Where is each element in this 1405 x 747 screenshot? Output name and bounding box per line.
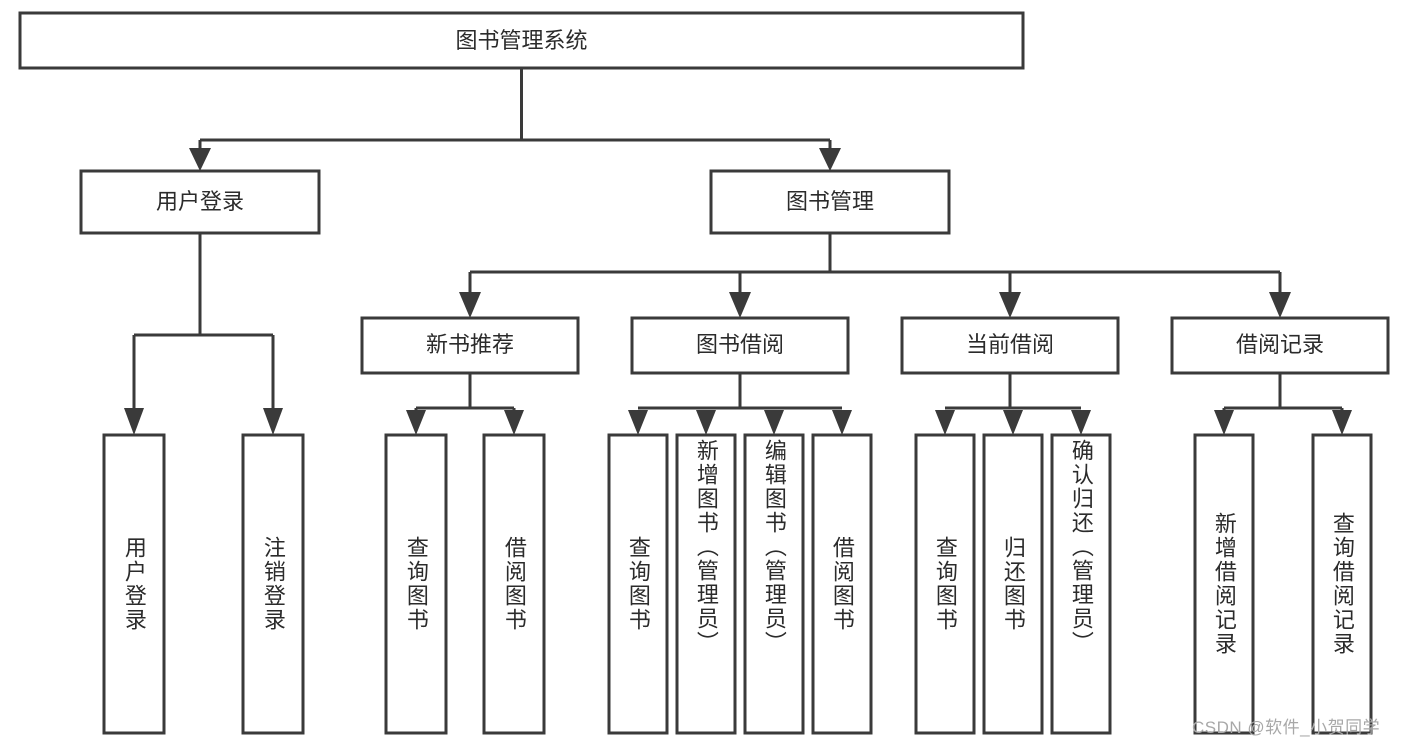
arrow-head-leaf-confirm-return [1071, 410, 1091, 435]
node-root[interactable]: 图书管理系统 [18, 11, 1025, 70]
node-user-login[interactable]: 用户登录 [79, 169, 321, 235]
edge-group-new-book-recommend [406, 373, 524, 435]
node-book-manage[interactable]: 图书管理 [709, 169, 951, 235]
arrow-head-book-manage [819, 148, 841, 171]
arrow-head-leaf-borrow-book-recommend [504, 410, 524, 435]
node-leaf-query-book-current-rect[interactable] [914, 433, 976, 735]
edge-group-borrow-record [1214, 373, 1352, 435]
node-leaf-return-book-rect[interactable] [982, 433, 1044, 735]
arrow-head-leaf-query-borrow-record [1332, 410, 1352, 435]
arrow-head-user-login [189, 148, 211, 171]
edge-group-root [189, 68, 841, 171]
arrow-head-book-borrow [729, 292, 751, 318]
node-leaf-query-book-borrow-rect[interactable] [607, 433, 669, 735]
node-leaf-add-borrow-record-rect[interactable] [1193, 433, 1255, 735]
edge-group-book-borrow [628, 373, 852, 435]
node-leaf-logout-rect[interactable] [241, 433, 305, 735]
node-leaf-edit-book-rect[interactable] [743, 433, 805, 735]
arrow-head-leaf-logout [263, 408, 283, 435]
node-current-borrow[interactable]: 当前借阅 [900, 316, 1120, 375]
arrow-head-current-borrow [999, 292, 1021, 318]
node-leaf-borrow-book-rect[interactable] [811, 433, 873, 735]
node-root-label: 图书管理系统 [455, 28, 587, 53]
arrow-head-leaf-user-login [124, 408, 144, 435]
node-new-book-recommend-label: 新书推荐 [426, 332, 514, 357]
node-book-borrow-label: 图书借阅 [696, 332, 784, 357]
arrow-head-leaf-query-book-current [935, 410, 955, 435]
node-book-manage-label: 图书管理 [786, 189, 874, 214]
node-book-manage-rect[interactable] [709, 169, 951, 235]
leaf-rect-group [102, 433, 1373, 735]
arrow-head-leaf-add-book [696, 410, 716, 435]
node-borrow-record[interactable]: 借阅记录 [1170, 316, 1390, 375]
arrow-head-new-book-recommend [459, 292, 481, 318]
node-borrow-record-label: 借阅记录 [1236, 332, 1324, 357]
node-leaf-confirm-return-rect[interactable] [1050, 433, 1112, 735]
arrow-head-borrow-record [1269, 292, 1291, 318]
arrow-head-leaf-borrow-book [832, 410, 852, 435]
edge-group-current-borrow [935, 373, 1091, 435]
node-current-borrow-label: 当前借阅 [966, 332, 1054, 357]
arrow-head-leaf-return-book [1003, 410, 1023, 435]
node-borrow-record-rect[interactable] [1170, 316, 1390, 375]
arrow-head-leaf-add-borrow-record [1214, 410, 1234, 435]
arrow-head-leaf-edit-book [764, 410, 784, 435]
arrow-head-leaf-query-book-recommend [406, 410, 426, 435]
node-book-borrow[interactable]: 图书借阅 [630, 316, 850, 375]
watermark-text: CSDN @软件_小贺同学 [1192, 718, 1381, 737]
node-leaf-user-login-rect[interactable] [102, 433, 166, 735]
node-leaf-query-book-recommend-rect[interactable] [384, 433, 448, 735]
node-leaf-borrow-book-recommend-rect[interactable] [482, 433, 546, 735]
node-leaf-add-book-rect[interactable] [675, 433, 737, 735]
node-root-rect[interactable] [18, 11, 1025, 70]
arrow-head-leaf-query-book-borrow [628, 410, 648, 435]
node-user-login-label: 用户登录 [156, 189, 244, 214]
edge-group-user-login [124, 233, 283, 435]
node-new-book-recommend-rect[interactable] [360, 316, 580, 375]
node-user-login-rect[interactable] [79, 169, 321, 235]
node-current-borrow-rect[interactable] [900, 316, 1120, 375]
node-new-book-recommend[interactable]: 新书推荐 [360, 316, 580, 375]
node-book-borrow-rect[interactable] [630, 316, 850, 375]
node-leaf-query-borrow-record-rect[interactable] [1311, 433, 1373, 735]
edge-group-book-manage [459, 233, 1291, 318]
